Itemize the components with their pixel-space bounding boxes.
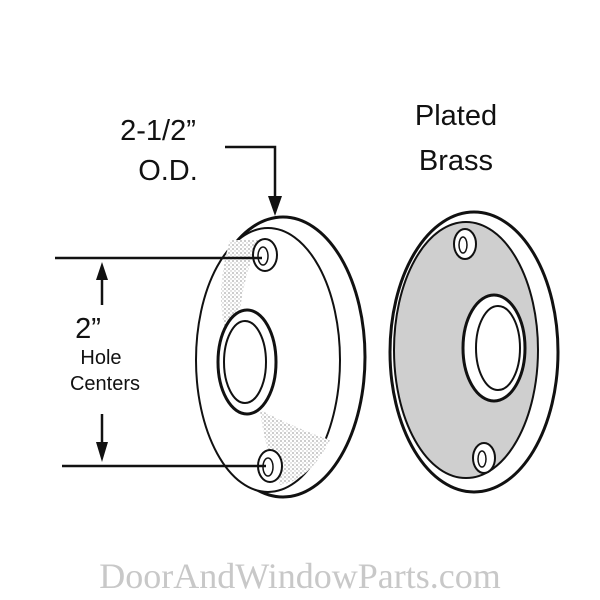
watermark: DoorAndWindowParts.com bbox=[99, 556, 501, 596]
right-center-hole-outer bbox=[461, 293, 527, 403]
od-abbr-label: O.D. bbox=[138, 155, 198, 187]
right-center-hole-inner bbox=[475, 305, 521, 391]
arrow-down-icon bbox=[96, 442, 108, 462]
right-rosette bbox=[388, 210, 560, 494]
left-center-hole-outer bbox=[216, 308, 278, 416]
hole-spacing-line2: Centers bbox=[70, 373, 140, 395]
left-screw-hole-top bbox=[252, 238, 278, 272]
arrow-down-od-icon bbox=[268, 196, 282, 216]
finish-label-line2: Brass bbox=[419, 145, 493, 177]
left-shading-top bbox=[221, 240, 260, 330]
right-screw-hole-top-inner bbox=[458, 236, 468, 254]
od-leader-line bbox=[225, 145, 277, 200]
hole-centers-dimension bbox=[55, 256, 266, 468]
left-screw-hole-top-inner bbox=[257, 246, 269, 266]
left-rosette bbox=[195, 215, 367, 499]
od-dimension bbox=[225, 145, 282, 216]
od-value-label: 2-1/2” bbox=[120, 115, 196, 147]
hole-spacing-line1: Hole bbox=[80, 347, 121, 369]
arrow-up-icon bbox=[96, 262, 108, 280]
finish-label-line1: Plated bbox=[415, 100, 497, 132]
right-screw-hole-bottom bbox=[472, 442, 496, 474]
right-screw-hole-top bbox=[453, 228, 477, 260]
right-screw-hole-bottom-inner bbox=[477, 450, 487, 468]
left-center-hole-inner bbox=[223, 320, 267, 404]
hole-spacing-value: 2” bbox=[75, 313, 101, 345]
